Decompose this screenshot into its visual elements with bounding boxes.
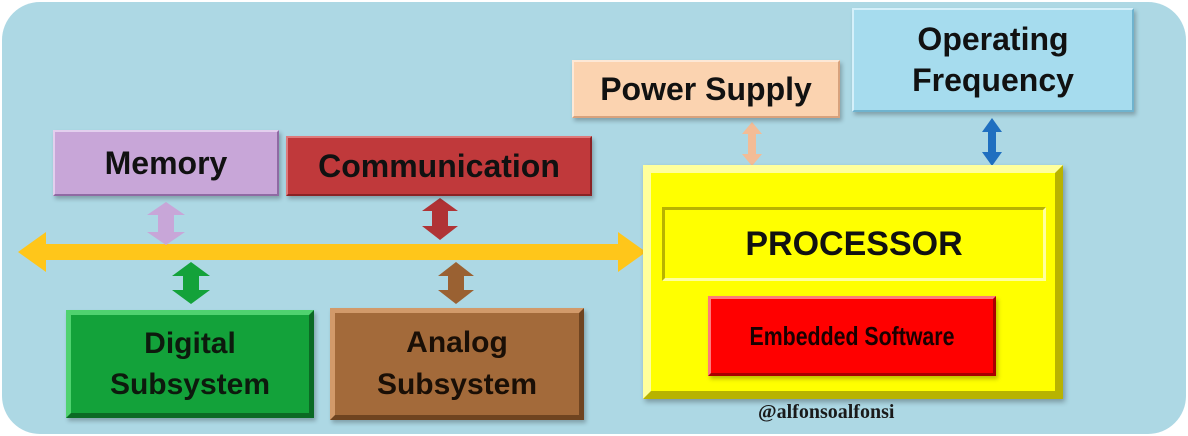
embedded-software-block: Embedded Software	[708, 296, 996, 376]
communication-bus-arrow	[422, 198, 458, 240]
operating-frequency-block: Operating Frequency	[852, 8, 1134, 112]
memory-block: Memory	[53, 130, 279, 196]
digital-bus-arrow	[172, 262, 210, 304]
communication-label: Communication	[318, 147, 560, 184]
frequency-processor-arrow	[982, 118, 1002, 166]
embedded-software-label: Embedded Software	[749, 320, 955, 351]
operating-frequency-label-line1: Operating	[917, 21, 1069, 57]
processor-label: PROCESSOR	[745, 224, 963, 263]
digital-subsystem-label-line2: Subsystem	[109, 368, 271, 401]
processor-title-panel: PROCESSOR	[662, 207, 1046, 281]
analog-bus-arrow	[438, 262, 474, 304]
digital-subsystem-block: Digital Subsystem	[66, 310, 314, 418]
analog-subsystem-label-line2: Subsystem	[376, 368, 538, 401]
analog-subsystem-label-line1: Analog	[406, 326, 508, 359]
power-supply-block: Power Supply	[572, 60, 840, 118]
communication-block: Communication	[286, 136, 592, 196]
operating-frequency-label-line2: Frequency	[912, 62, 1074, 98]
power-supply-label: Power Supply	[600, 70, 812, 107]
power-processor-arrow	[742, 122, 762, 166]
system-bus-arrow	[18, 232, 646, 272]
digital-subsystem-label-line1: Digital	[144, 327, 236, 360]
memory-label: Memory	[104, 144, 228, 181]
author-watermark: @alfonsoalfonsi	[758, 401, 895, 423]
memory-bus-arrow	[147, 202, 185, 245]
analog-subsystem-block: Analog Subsystem	[330, 308, 584, 420]
